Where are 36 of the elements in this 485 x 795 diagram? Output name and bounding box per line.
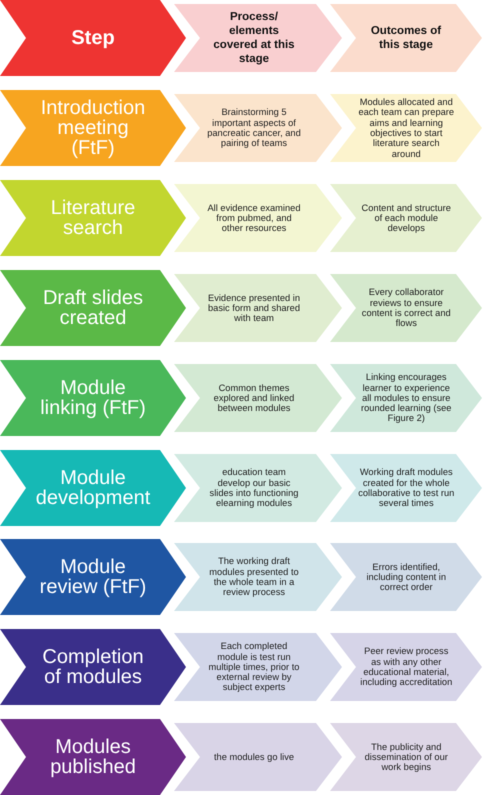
step-name: Literature search — [50, 198, 136, 238]
step-banner — [0, 0, 186, 76]
step-banner — [0, 450, 186, 526]
process-text: Common themes explored and linked between modules — [212, 382, 296, 414]
process-text: Each completed module is test run multiple times, prior to external review by subject experts — [208, 641, 300, 693]
step-banner — [0, 539, 186, 615]
process-text: education team develop our basic slides into functioning elearning modules — [208, 467, 300, 509]
step-name: Module development — [35, 468, 151, 508]
step-banner — [0, 90, 186, 166]
process-text: The working draft modules presented to the whole team in a review process — [208, 556, 300, 598]
step-name: Modules published — [49, 737, 137, 777]
column-header: Outcomes of this stage — [370, 24, 442, 52]
outcome-text: Working draft modules created for the whole collaborative to test run several times — [358, 467, 454, 509]
step-name: Introduction meeting (FtF) — [40, 98, 146, 158]
outcome-text: Linking encourages learner to experience all modules to ensure rounded learning (see Figure 2) — [360, 372, 452, 424]
step-name: Completion of modules — [41, 647, 145, 687]
process-text: the modules go live — [214, 752, 294, 762]
step-banner — [0, 629, 186, 705]
step-banner — [0, 719, 186, 795]
outcome-text: Modules allocated and each team can prepare aims and learning objectives to start literature search around — [358, 97, 454, 159]
outcome-text: Every collaborator reviews to ensure content is correct and flows — [360, 287, 452, 329]
step-name: Draft slides created — [42, 288, 144, 328]
outcome-text: The publicity and dissemination of our work begins — [364, 742, 449, 772]
process-text: Brainstorming 5 important aspects of pancreatic cancer, and pairing of teams — [206, 107, 302, 149]
step-banner — [0, 360, 186, 436]
column-header: Process/ elements covered at this stage — [212, 10, 296, 66]
process-text: All evidence examined from pubmed, and other resources — [206, 202, 302, 234]
outcome-text: Errors identified, including content in correct order — [365, 562, 448, 592]
step-banner — [0, 180, 186, 256]
step-name: Module linking (FtF) — [39, 378, 147, 418]
process-text: Evidence presented in basic form and shared with team — [207, 292, 301, 324]
outcome-text: Peer review process as with any other educational material, including accreditation — [359, 646, 454, 688]
outcome-text: Content and structure of each module develops — [360, 202, 452, 234]
column-header: Step — [71, 27, 115, 49]
step-name: Module review (FtF) — [38, 557, 148, 597]
step-banner — [0, 270, 186, 346]
